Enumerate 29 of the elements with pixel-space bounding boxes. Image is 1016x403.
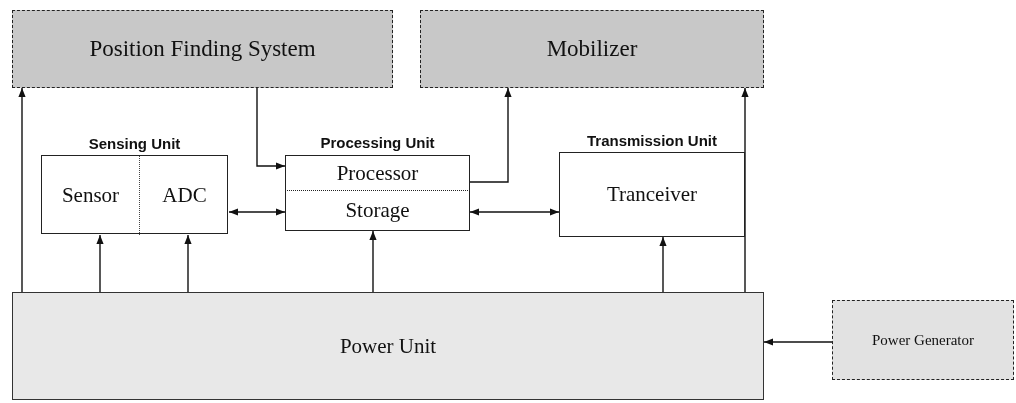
- arrow: [369, 230, 377, 293]
- unit-heading: Processing Unit: [319, 134, 436, 151]
- arrow: [228, 208, 286, 216]
- box-label: Power Generator: [871, 331, 974, 349]
- box-label: Storage: [345, 198, 410, 223]
- unit-heading: Sensing Unit: [87, 135, 182, 152]
- box-label: ADC: [162, 183, 207, 208]
- box-label: Power Unit: [339, 333, 437, 359]
- arrow: [469, 87, 512, 183]
- arrow: [256, 87, 286, 170]
- arrow: [763, 338, 833, 346]
- box-label: Sensor: [61, 183, 120, 208]
- unit-section: [285, 155, 470, 191]
- unit-section: [285, 191, 470, 231]
- arrow: [659, 236, 667, 293]
- system-box: [12, 10, 393, 88]
- power-unit-box: [12, 292, 764, 400]
- box-label: Mobilizer: [546, 36, 638, 62]
- generator-box: [832, 300, 1014, 380]
- system-box: [420, 10, 764, 88]
- unit-heading: Transmission Unit: [586, 132, 718, 149]
- arrow: [741, 87, 749, 293]
- arrow: [184, 234, 192, 293]
- box-label: Position Finding System: [89, 36, 316, 62]
- box-label: Tranceiver: [606, 182, 698, 207]
- box-label: Processor: [336, 160, 419, 186]
- arrow: [469, 208, 560, 216]
- arrow: [96, 234, 104, 293]
- arrow: [18, 87, 26, 293]
